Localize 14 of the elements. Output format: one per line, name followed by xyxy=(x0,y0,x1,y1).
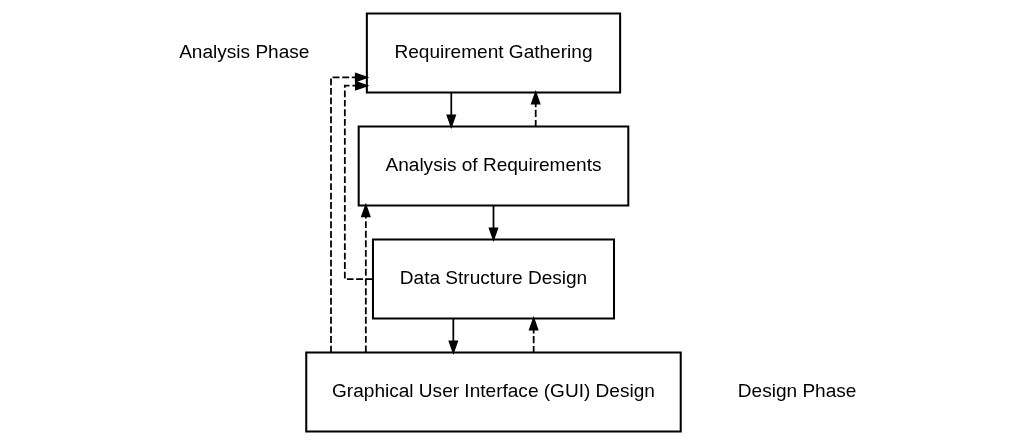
arrow xyxy=(360,202,371,353)
arrow xyxy=(343,80,374,280)
node-box: Graphical User Interface (GUI) Design xyxy=(304,351,682,433)
arrow xyxy=(447,317,458,356)
label: Design Phase xyxy=(737,380,856,402)
node-box: Requirement Gathering xyxy=(365,12,621,94)
arrow xyxy=(329,72,369,354)
label: Analysis Phase xyxy=(178,41,309,63)
arrow xyxy=(445,91,456,129)
arrow xyxy=(528,316,539,354)
node-box: Analysis of Requirements xyxy=(357,125,629,207)
arrow xyxy=(530,89,541,128)
arrow xyxy=(487,204,499,242)
node-box: Data Structure Design xyxy=(371,238,615,320)
